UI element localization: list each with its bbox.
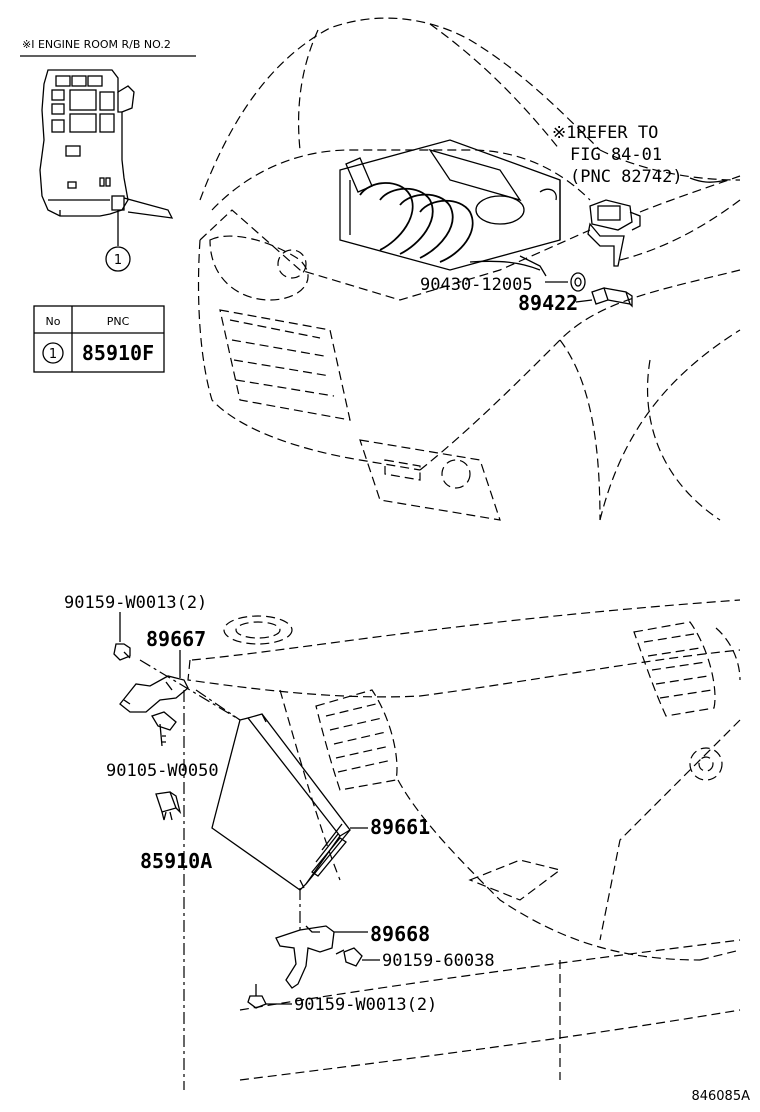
dashboard-illustration: [187, 599, 741, 1081]
label-ecu: 89661: [370, 815, 430, 839]
pnc-table: No PNC 1 85910F: [33, 305, 165, 373]
label-bolt: 90105-W0050: [106, 761, 219, 781]
refer-module-icon: [587, 175, 741, 267]
inset-relay-block: ※I ENGINE ROOM R/B NO.2 1: [20, 38, 196, 272]
bracket-top-part: 89667: [119, 627, 206, 713]
ecu-part: 89661: [211, 713, 430, 891]
vehicle-front-illustration: [197, 17, 741, 521]
label-sensor: 89422: [518, 291, 578, 315]
label-relay: 85910A: [140, 849, 212, 873]
screw-top-part: 90159-W0013(2): [64, 593, 207, 661]
label-screw-bottom: 90159-W0013(2): [294, 995, 437, 1015]
refer-line-1: ※1REFER TO: [552, 123, 658, 143]
label-gasket: 90430-12005: [420, 275, 533, 295]
label-bracket-bottom: 89668: [370, 922, 430, 946]
table-row-no: 1: [49, 347, 57, 362]
screw-bottom-part: 90159-W0013(2): [247, 984, 437, 1015]
table-header-no: No: [46, 315, 61, 328]
table-header-pnc: PNC: [107, 315, 130, 328]
gasket-part: 90430-12005: [420, 272, 586, 295]
figure-id: 846085A: [691, 1089, 750, 1104]
bracket-bottom-part: 89668: [275, 888, 430, 989]
refer-line-2: FIG 84-01: [570, 145, 662, 165]
inset-title: ※I ENGINE ROOM R/B NO.2: [22, 38, 171, 51]
label-screw-top: 90159-W0013(2): [64, 593, 207, 613]
table-row-pnc: 85910F: [82, 341, 154, 365]
sensor-part: 89422: [518, 287, 633, 315]
relay-part: 85910A: [140, 791, 212, 873]
bolt-part: 90105-W0050: [106, 711, 219, 781]
label-screw-right: 90159-60038: [382, 951, 495, 971]
inset-callout-number: 1: [114, 253, 122, 268]
label-bracket-top: 89667: [146, 627, 206, 651]
screw-right-part: 90159-60038: [335, 947, 495, 971]
refer-line-3: (PNC 82742): [570, 167, 683, 187]
